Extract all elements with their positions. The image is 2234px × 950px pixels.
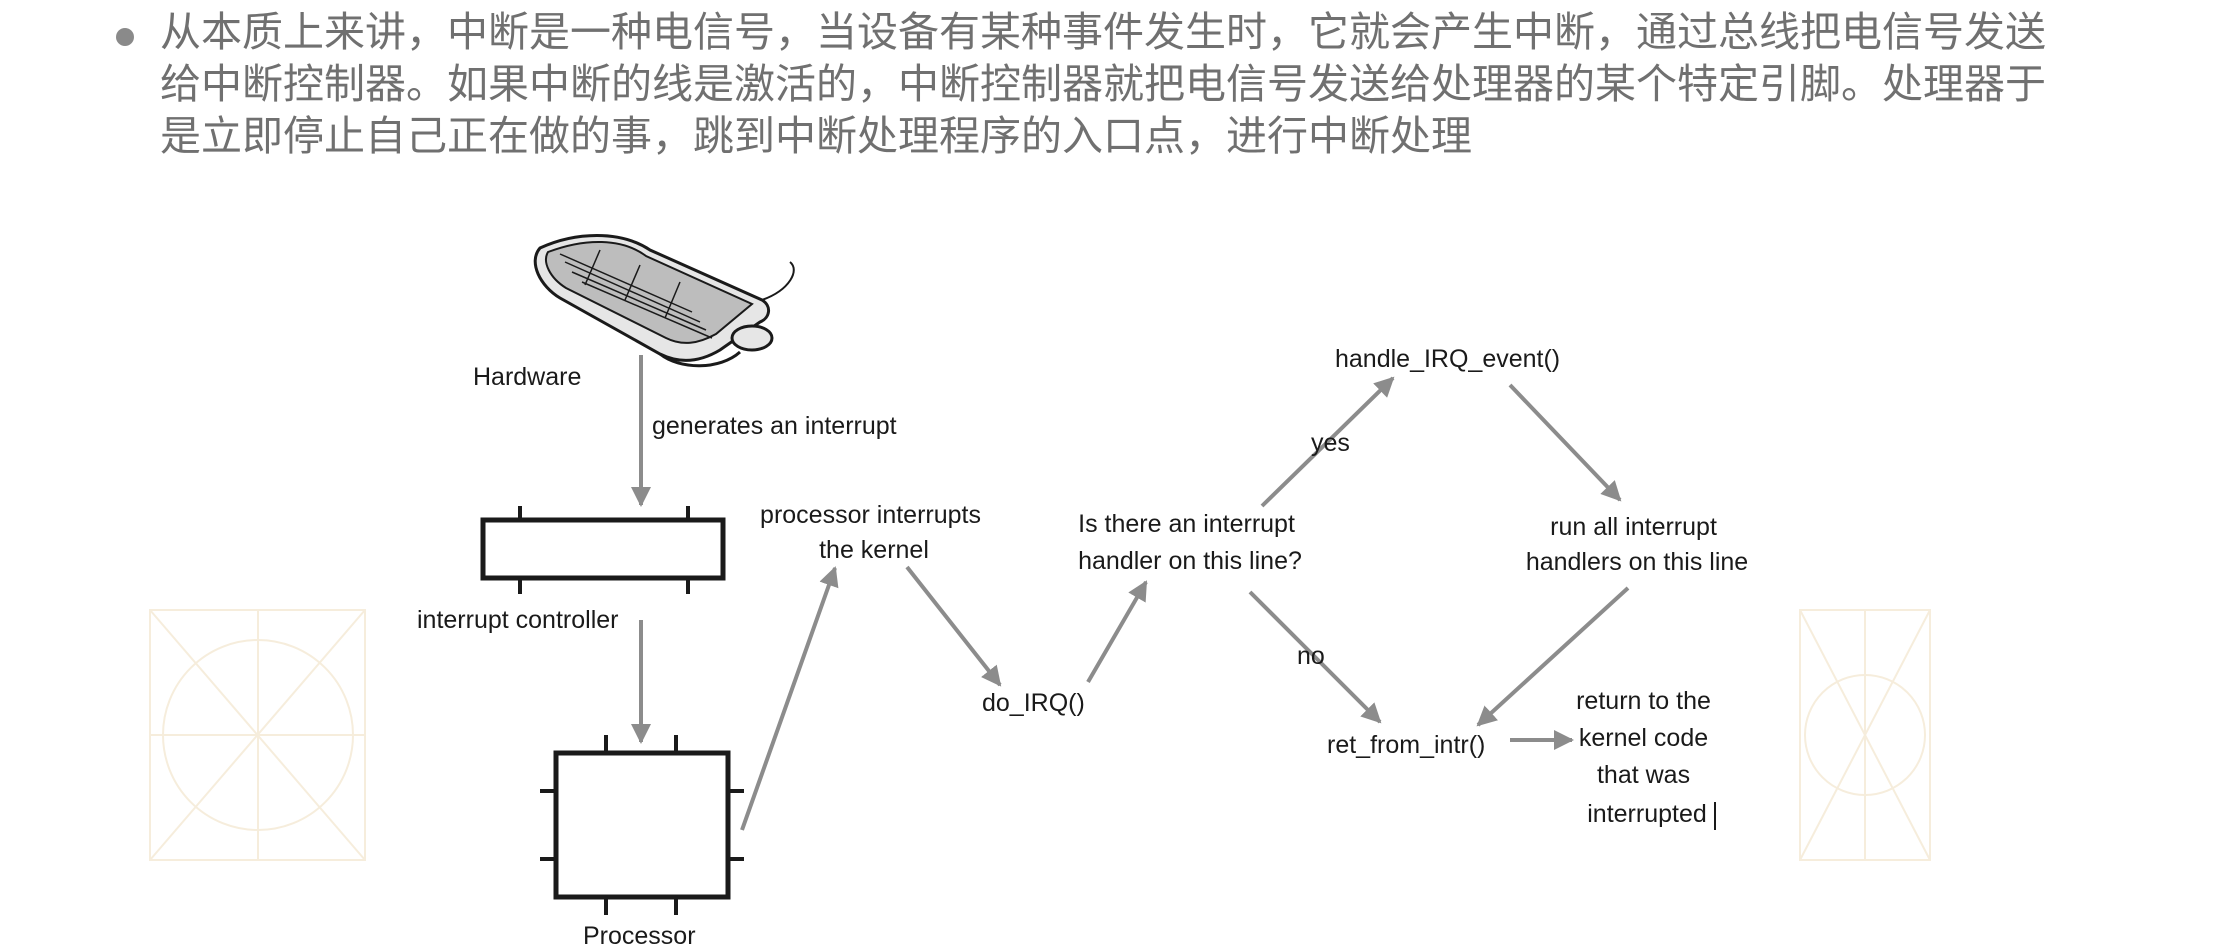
- interrupt-controller-label: interrupt controller: [417, 606, 618, 634]
- ret-from-intr-label: ret_from_intr(): [1327, 731, 1485, 759]
- arrow-question-yes: [1260, 376, 1395, 508]
- yes-label: yes: [1311, 429, 1350, 457]
- processor-label: Processor: [583, 922, 696, 950]
- handle-irq-event-label: handle_IRQ_event(): [1335, 345, 1560, 373]
- bullet-dot: [116, 28, 134, 46]
- arrow-kernel-to-doirq: [905, 565, 1002, 687]
- return-to-kernel-label: return to the kernel code that was inter…: [1576, 687, 1718, 828]
- arrow-runall-to-ret: [1476, 586, 1630, 727]
- left-decoration: [149, 609, 366, 861]
- arrow-processor-to-kernel: [740, 566, 839, 831]
- question-label: Is there an interrupt handler on this li…: [1078, 510, 1302, 575]
- arrow-doirq-to-question: [1086, 580, 1148, 684]
- right-decoration: [1799, 609, 1931, 861]
- arrow-event-to-runall: [1508, 383, 1622, 502]
- generates-interrupt-label: generates an interrupt: [652, 412, 897, 440]
- processor-interrupts-label: processor interrupts the kernel: [760, 501, 988, 564]
- no-label: no: [1297, 642, 1325, 670]
- processor-box: [540, 735, 744, 915]
- interrupt-controller-box: [480, 506, 726, 594]
- bullet-paragraph: 从本质上来讲，中断是一种电信号，当设备有某种事件发生时，它就会产生中断，通过总线…: [116, 6, 2146, 162]
- bullet-text: 从本质上来讲，中断是一种电信号，当设备有某种事件发生时，它就会产生中断，通过总线…: [160, 8, 2046, 160]
- arrow-question-no: [1248, 590, 1382, 724]
- do-irq-label: do_IRQ(): [982, 689, 1085, 717]
- run-all-handlers-label: run all interrupt handlers on this line: [1526, 513, 1748, 576]
- hardware-label: Hardware: [473, 363, 581, 391]
- keyboard-icon: [533, 234, 795, 368]
